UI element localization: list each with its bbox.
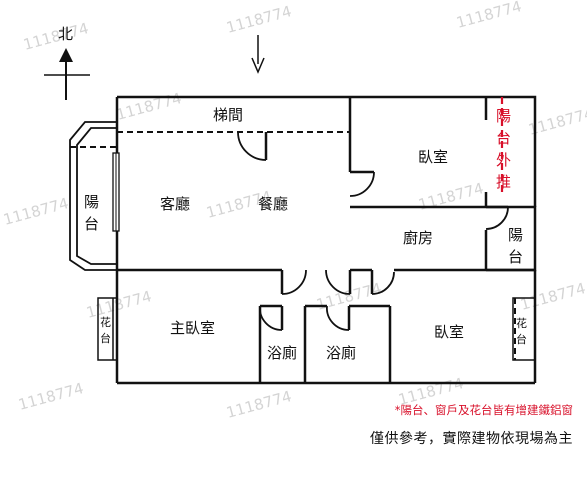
entrance-arrow-icon bbox=[251, 35, 265, 74]
room-label-bath-right: 浴廁 bbox=[326, 344, 356, 362]
balcony-extension-char-1: 陽 bbox=[496, 107, 511, 125]
balcony-east-char-1: 陽 bbox=[508, 226, 523, 244]
watermark: 1118774 bbox=[224, 387, 293, 422]
note-disclaimer: 僅供參考，實際建物依現場為主 bbox=[370, 431, 573, 447]
doors bbox=[237, 131, 509, 331]
walls bbox=[115, 95, 537, 385]
balcony-east-char-2: 台 bbox=[508, 248, 523, 266]
watermark: 1118774 bbox=[454, 0, 523, 32]
watermark: 1118774 bbox=[416, 179, 485, 214]
watermark: 1118774 bbox=[84, 287, 153, 322]
watermark: 1118774 bbox=[16, 379, 85, 414]
watermark: 1118774 bbox=[224, 2, 293, 37]
balcony-extension-char-2: 台 bbox=[496, 129, 511, 147]
watermark: 1118774 bbox=[1, 194, 70, 229]
planter-left-char-1: 花 bbox=[100, 316, 111, 329]
north-compass: 北 bbox=[44, 25, 90, 100]
balcony-west-char-1: 陽 bbox=[84, 193, 99, 211]
planter-right-char-1: 花 bbox=[516, 317, 527, 330]
balcony-extension-char-4: 推 bbox=[496, 173, 511, 191]
planters bbox=[97, 297, 535, 361]
note-window-additions: *陽台、窗戶及花台皆有增建鐵鋁窗 bbox=[394, 403, 573, 417]
room-label-master-bedroom: 主臥室 bbox=[170, 319, 215, 337]
room-label-bedroom-se: 臥室 bbox=[434, 323, 464, 341]
room-label-bedroom-ne: 臥室 bbox=[418, 148, 448, 166]
room-label-dining: 餐廳 bbox=[258, 195, 288, 213]
room-label-living: 客廳 bbox=[160, 195, 190, 213]
room-label-kitchen: 廚房 bbox=[403, 229, 433, 247]
north-arrow-icon bbox=[59, 48, 73, 62]
watermark: 1118774 bbox=[114, 89, 183, 124]
north-label: 北 bbox=[58, 25, 73, 43]
balcony-west-char-2: 台 bbox=[84, 215, 99, 233]
planter-right-char-2: 台 bbox=[516, 332, 527, 346]
planter-left-char-2: 台 bbox=[100, 331, 111, 345]
balcony-extension-char-3: 外 bbox=[496, 151, 511, 169]
room-label-bath-left: 浴廁 bbox=[267, 344, 297, 362]
watermark: 1118774 bbox=[518, 279, 587, 314]
watermark: 1118774 bbox=[21, 19, 90, 54]
west-balcony-outline bbox=[69, 121, 120, 271]
dashed-boundaries bbox=[70, 131, 516, 360]
room-label-stairs: 梯間 bbox=[213, 106, 243, 124]
